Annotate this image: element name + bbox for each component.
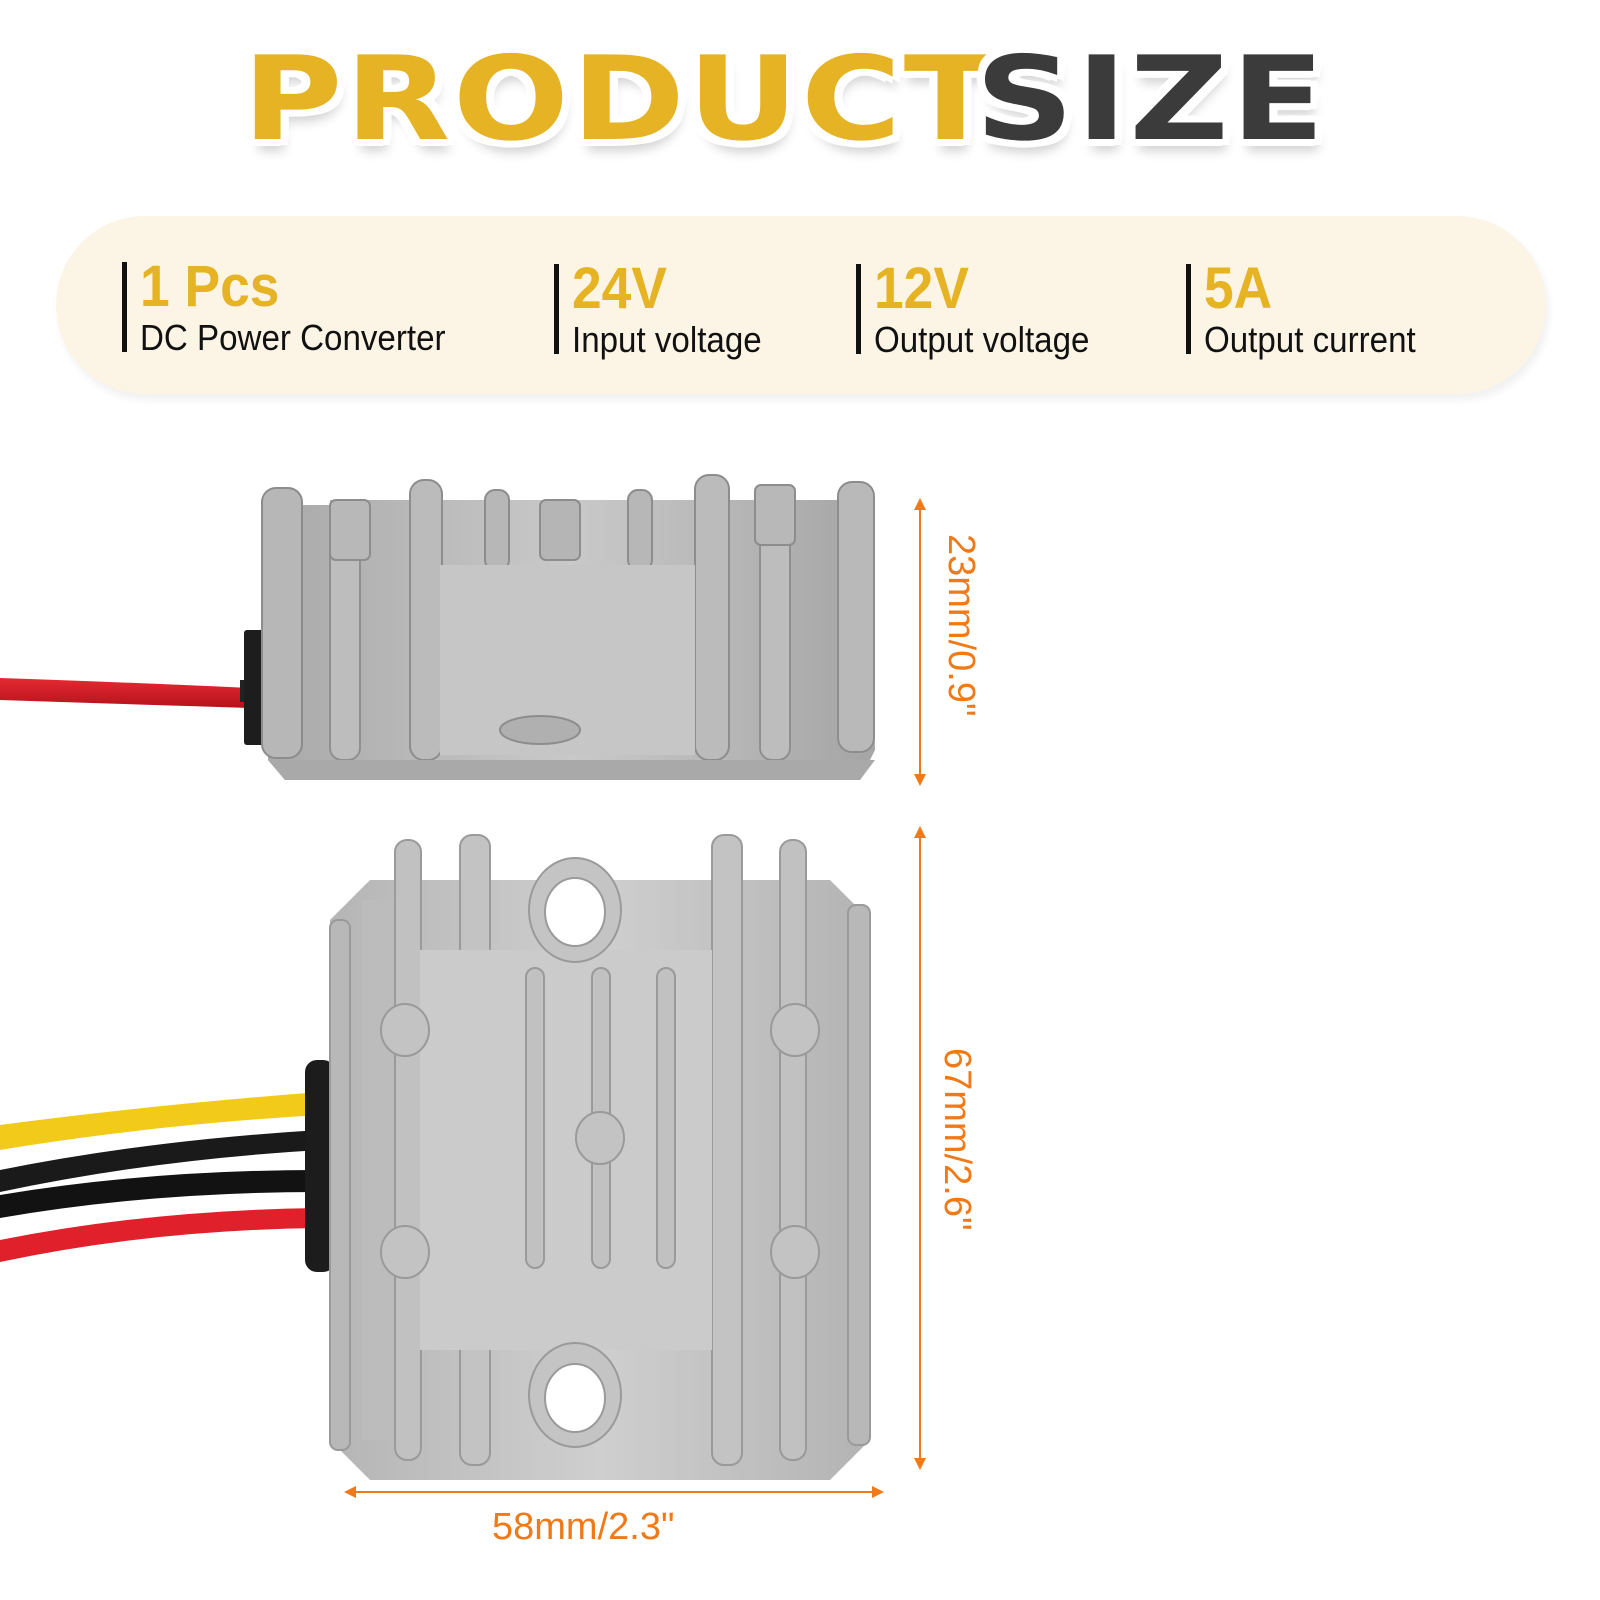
title-word-product: PRODUCT (242, 32, 1000, 167)
length-dimension-arrow-icon (914, 826, 926, 1470)
width-dimension-label: 58mm/2.3" (492, 1506, 675, 1548)
spec-quantity: 1 Pcs DC Power Converter (122, 258, 472, 358)
length-dimension-label: 67mm/2.6" (936, 1048, 978, 1231)
spec-value: 24V (572, 256, 667, 321)
spec-value: 5A (1204, 256, 1273, 321)
spec-input-voltage: 24V Input voltage (554, 260, 778, 360)
spec-value: 1 Pcs (140, 254, 280, 319)
height-dimension-label: 23mm/0.9" (940, 534, 982, 717)
spec-output-voltage: 12V Output voltage (856, 260, 1108, 360)
spec-label: Output voltage (874, 319, 1090, 360)
height-dimension-arrow-icon (914, 498, 926, 786)
page-title: PRODUCTSIZE (0, 42, 1600, 158)
spec-label: DC Power Converter (140, 317, 446, 358)
spec-label: Output current (1204, 319, 1416, 360)
title-word-size: SIZE (974, 32, 1327, 167)
width-dimension-arrow-icon (344, 1486, 884, 1498)
dc-converter-side-view-icon (0, 474, 875, 780)
spec-banner: 1 Pcs DC Power Converter 24V Input volta… (56, 216, 1546, 394)
spec-output-current: 5A Output current (1186, 260, 1434, 360)
spec-label: Input voltage (572, 319, 762, 360)
dc-converter-top-view-icon (0, 834, 871, 1480)
spec-value: 12V (874, 256, 969, 321)
